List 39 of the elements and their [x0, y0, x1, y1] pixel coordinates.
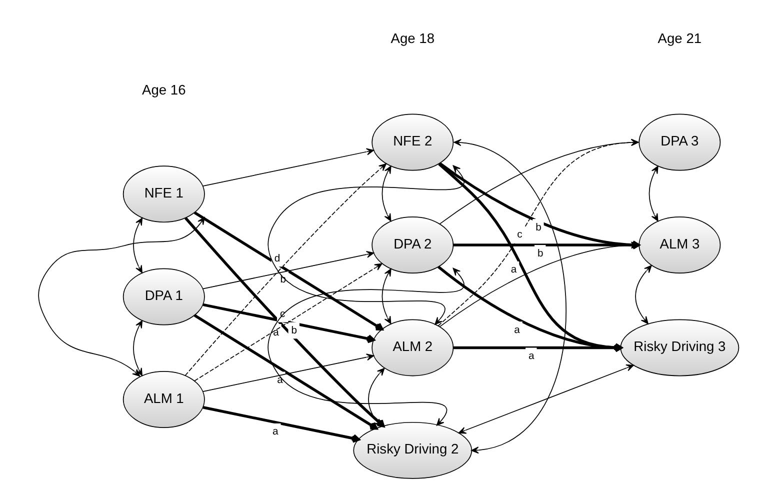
edge-label: a: [514, 324, 520, 336]
node-ellipse: ALM 1: [122, 371, 204, 428]
arrow: [202, 354, 374, 392]
node-ellipse: DPA 1: [122, 268, 204, 326]
edge-label: d: [274, 254, 280, 265]
edge-label: a: [510, 264, 516, 276]
arrow: [202, 303, 374, 344]
arrow: [458, 364, 634, 434]
arrow: [267, 165, 464, 325]
arrow: [194, 263, 382, 382]
label: Age 18: [390, 30, 434, 46]
arrow: [202, 406, 360, 443]
arrow: [648, 166, 658, 222]
arrow: [634, 265, 652, 324]
edge-label: c: [516, 230, 522, 241]
arrow: [453, 139, 566, 454]
edge-label: b: [535, 222, 541, 234]
edge-label: a: [276, 375, 282, 386]
node-ellipse: Risky Driving 3: [620, 319, 739, 376]
arrow: [381, 166, 391, 222]
edge-label: a: [272, 327, 278, 338]
edge-label: a: [272, 426, 278, 438]
arrow: [381, 268, 391, 324]
arrow: [438, 138, 638, 224]
arrow: [132, 218, 142, 274]
edge-label: a: [528, 351, 534, 362]
arrow: [184, 163, 386, 376]
arrow: [193, 211, 383, 330]
edge-label: b: [537, 248, 543, 260]
node-ellipse: DPA 3: [638, 114, 720, 171]
arrow: [267, 268, 464, 426]
node-ellipse: NFE 1: [122, 166, 204, 223]
label: Age 16: [142, 82, 186, 98]
arrow: [437, 266, 622, 352]
arrow: [452, 343, 622, 352]
edge-label: b: [290, 326, 297, 337]
arrow: [438, 162, 622, 352]
arrow: [202, 148, 374, 187]
label: Age 21: [657, 30, 702, 46]
